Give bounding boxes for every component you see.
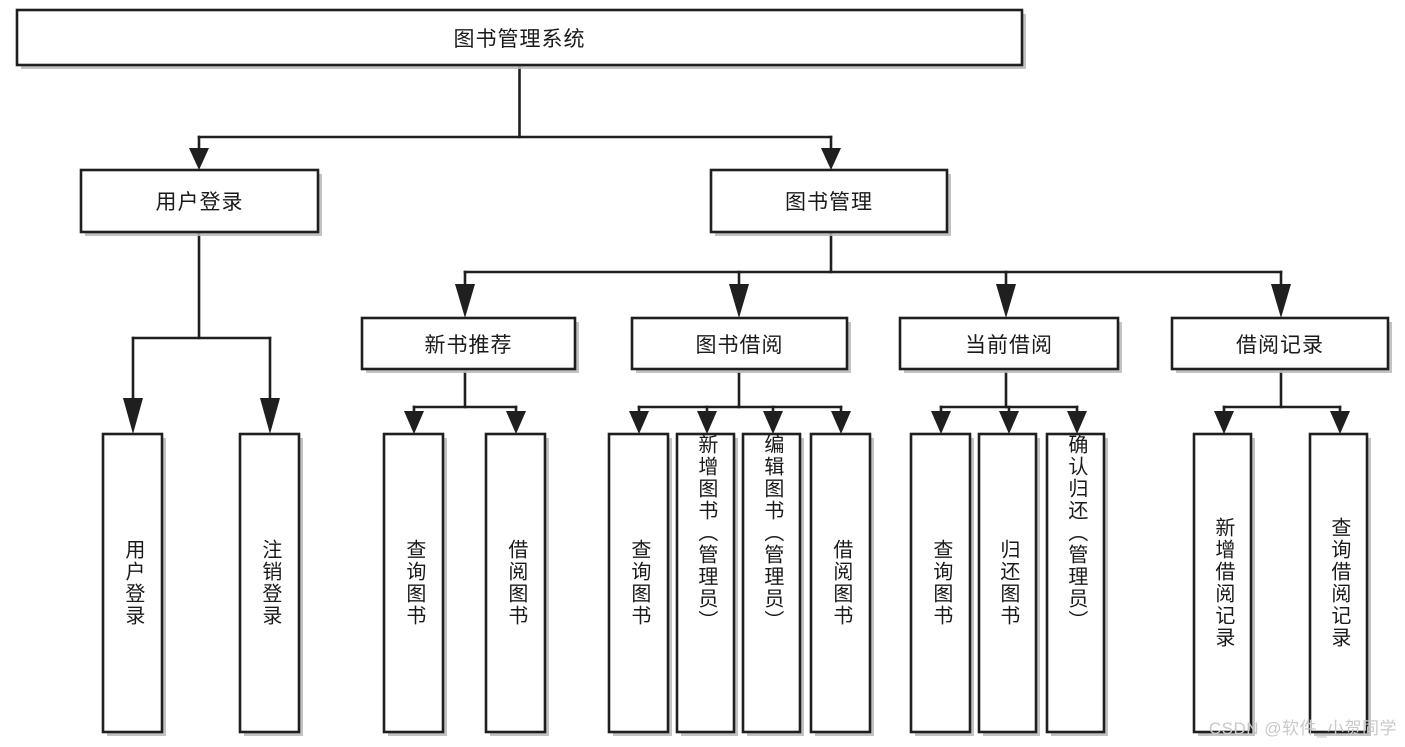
- node-leaf-add-record[interactable]: [1192, 432, 1253, 734]
- arrow-book-borrow: [729, 284, 749, 318]
- node-leaf-borrow-book-2[interactable]: [809, 432, 872, 734]
- arrow-leaf-borrow-book-2: [831, 411, 851, 434]
- node-book-management[interactable]: [709, 168, 949, 234]
- node-current-borrow[interactable]: [898, 316, 1120, 371]
- node-leaf-query-book-3[interactable]: [909, 432, 972, 734]
- node-new-book-recommend[interactable]: [360, 316, 577, 371]
- nodes-group: [15, 8, 1392, 736]
- node-leaf-borrow-book-1[interactable]: [484, 432, 547, 734]
- arrow-leaf-query-book-2: [629, 411, 649, 434]
- arrow-new-book-recommend: [455, 284, 475, 318]
- node-leaf-user-login[interactable]: [101, 432, 164, 734]
- node-leaf-query-record[interactable]: [1308, 432, 1369, 734]
- arrow-leaf-edit-book: [763, 411, 783, 434]
- arrow-leaf-confirm-return: [1067, 411, 1087, 434]
- arrow-leaf-user-login: [123, 398, 143, 434]
- node-leaf-edit-book[interactable]: [741, 432, 802, 734]
- arrow-leaf-return-book: [999, 411, 1019, 434]
- arrow-leaf-add-record: [1214, 411, 1234, 434]
- arrow-book-management: [821, 148, 841, 170]
- arrow-leaf-user-logout: [260, 398, 280, 434]
- arrow-leaf-query-book-1: [404, 411, 424, 434]
- arrow-leaf-add-book: [697, 411, 717, 434]
- node-leaf-user-logout[interactable]: [238, 432, 301, 734]
- node-user-login[interactable]: [79, 168, 320, 234]
- arrow-borrow-record: [1271, 284, 1291, 318]
- node-leaf-query-book-1[interactable]: [382, 432, 445, 734]
- node-leaf-return-book[interactable]: [977, 432, 1038, 734]
- node-leaf-add-book[interactable]: [675, 432, 736, 734]
- node-leaf-confirm-return[interactable]: [1045, 432, 1106, 734]
- node-borrow-record[interactable]: [1170, 316, 1390, 371]
- arrow-leaf-borrow-book-1: [506, 411, 526, 434]
- arrow-leaf-query-book-3: [931, 411, 951, 434]
- csdn-watermark: CSDN @软件_小贺同学: [1208, 719, 1397, 738]
- node-root[interactable]: [15, 8, 1024, 67]
- node-book-borrow[interactable]: [630, 316, 849, 371]
- arrow-user-login: [189, 148, 209, 170]
- node-leaf-query-book-2[interactable]: [607, 432, 670, 734]
- edges-group: [123, 63, 1350, 434]
- arrow-current-borrow: [996, 284, 1016, 318]
- arrow-leaf-query-record: [1330, 411, 1350, 434]
